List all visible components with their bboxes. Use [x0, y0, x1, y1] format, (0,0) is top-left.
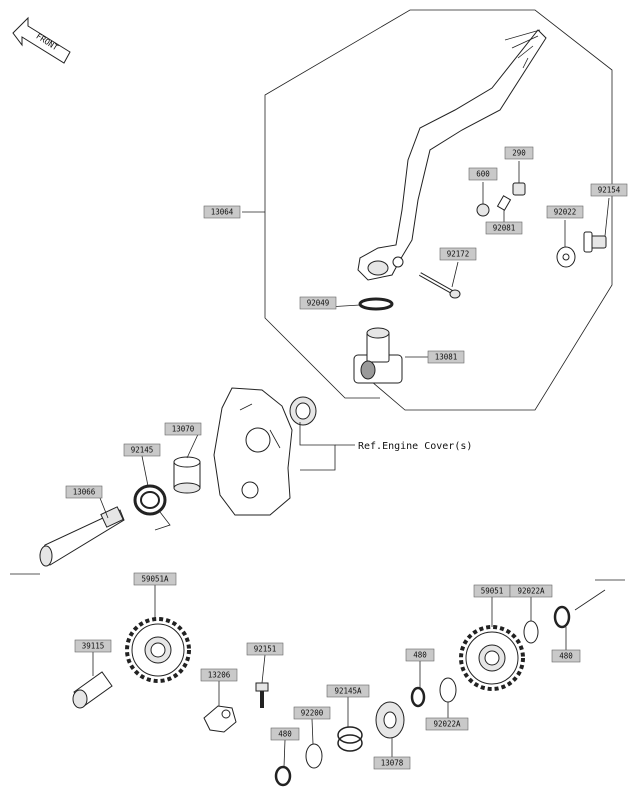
- callout-92145: 92145: [123, 443, 161, 457]
- callout-92151: 92151: [246, 642, 284, 656]
- callout-92172: 92172: [439, 247, 477, 261]
- ref-engine-cover-note: Ref.Engine Cover(s): [358, 441, 472, 452]
- washer-92022A-upper: [523, 620, 539, 644]
- callout-92022A-upper: 92022A: [509, 584, 553, 598]
- pedal-assembly-outline: [264, 9, 613, 411]
- gear-59051A: [125, 617, 191, 683]
- collar-13070: [173, 456, 201, 494]
- callout-13078-text: 13078: [381, 759, 404, 768]
- callout-92022-text: 92022: [554, 208, 577, 217]
- callout-92022A-lower-text: 92022A: [433, 720, 461, 729]
- callout-92081: 92081: [485, 221, 523, 235]
- shaft-boss-13081: [353, 327, 403, 384]
- callout-92151-text: 92151: [254, 645, 277, 654]
- callout-13064: 13064: [203, 205, 241, 219]
- bolt-92154: [583, 231, 607, 253]
- callout-13078: 13078: [373, 756, 411, 770]
- callout-480-left-text: 480: [278, 730, 292, 739]
- callout-92022: 92022: [546, 205, 584, 219]
- callout-13206: 13206: [200, 668, 238, 682]
- bolt-92151: [255, 682, 269, 708]
- spring-92145: [133, 484, 171, 531]
- washer-92022A-lower: [439, 677, 457, 703]
- callout-13066-text: 13066: [73, 488, 96, 497]
- spring-92081: [496, 195, 512, 211]
- cap-290: [512, 182, 526, 196]
- engine-cover: [213, 387, 293, 516]
- callout-92049-text: 92049: [307, 299, 330, 308]
- callout-290: 290: [504, 146, 534, 160]
- kick-pedal-lever: [357, 29, 547, 281]
- callout-480-mid-text: 480: [413, 651, 427, 660]
- callout-480-right-text: 480: [559, 652, 573, 661]
- washer-92200: [305, 743, 323, 769]
- callout-92145-text: 92145: [131, 446, 154, 455]
- leader-lines: [92, 161, 610, 768]
- callout-92145A: 92145A: [326, 684, 370, 698]
- circlip-480-mid: [410, 686, 426, 708]
- spring-92145A: [337, 726, 363, 752]
- callout-39115-text: 39115: [82, 642, 105, 651]
- callout-13206-text: 13206: [208, 671, 231, 680]
- callout-480-left: 480: [270, 727, 300, 741]
- callout-92081-text: 92081: [493, 224, 516, 233]
- callout-39115: 39115: [74, 639, 112, 653]
- callout-480-right: 480: [551, 649, 581, 663]
- callout-13066: 13066: [65, 485, 103, 499]
- callout-59051-text: 59051: [481, 587, 504, 596]
- callout-13081-text: 13081: [435, 353, 458, 362]
- callout-92200-text: 92200: [301, 709, 324, 718]
- callout-59051A: 59051A: [133, 572, 177, 586]
- oring-92049: [358, 297, 394, 311]
- circlip-480-right: [553, 605, 571, 629]
- callout-13070: 13070: [164, 422, 202, 436]
- callout-92154-text: 92154: [598, 186, 621, 195]
- ratchet-13078: [375, 701, 405, 739]
- guide-13206: [203, 705, 237, 733]
- bolt-92172: [419, 272, 461, 299]
- callout-480-mid: 480: [405, 648, 435, 662]
- callout-92022A-lower: 92022A: [425, 717, 469, 731]
- kick-shaft-13066: [10, 506, 125, 575]
- callout-600-text: 600: [476, 170, 490, 179]
- pin-39115: [72, 671, 113, 709]
- callout-92172-text: 92172: [447, 250, 470, 259]
- gear-59051: [459, 625, 525, 691]
- callout-92154: 92154: [590, 183, 628, 197]
- callout-13064-text: 13064: [211, 208, 234, 217]
- callout-13070-text: 13070: [172, 425, 195, 434]
- callout-59051A-text: 59051A: [141, 575, 169, 584]
- circlip-480-left: [274, 765, 292, 787]
- ball-600: [476, 203, 490, 217]
- callout-600: 600: [468, 167, 498, 181]
- callout-92049: 92049: [299, 296, 337, 310]
- front-arrow-icon: FRONT: [12, 16, 71, 64]
- callout-59051: 59051: [473, 584, 511, 598]
- callout-13081: 13081: [427, 350, 465, 364]
- callout-92022A-upper-text: 92022A: [517, 587, 545, 596]
- callout-92200: 92200: [293, 706, 331, 720]
- callout-92145A-text: 92145A: [334, 687, 362, 696]
- callout-290-text: 290: [512, 149, 526, 158]
